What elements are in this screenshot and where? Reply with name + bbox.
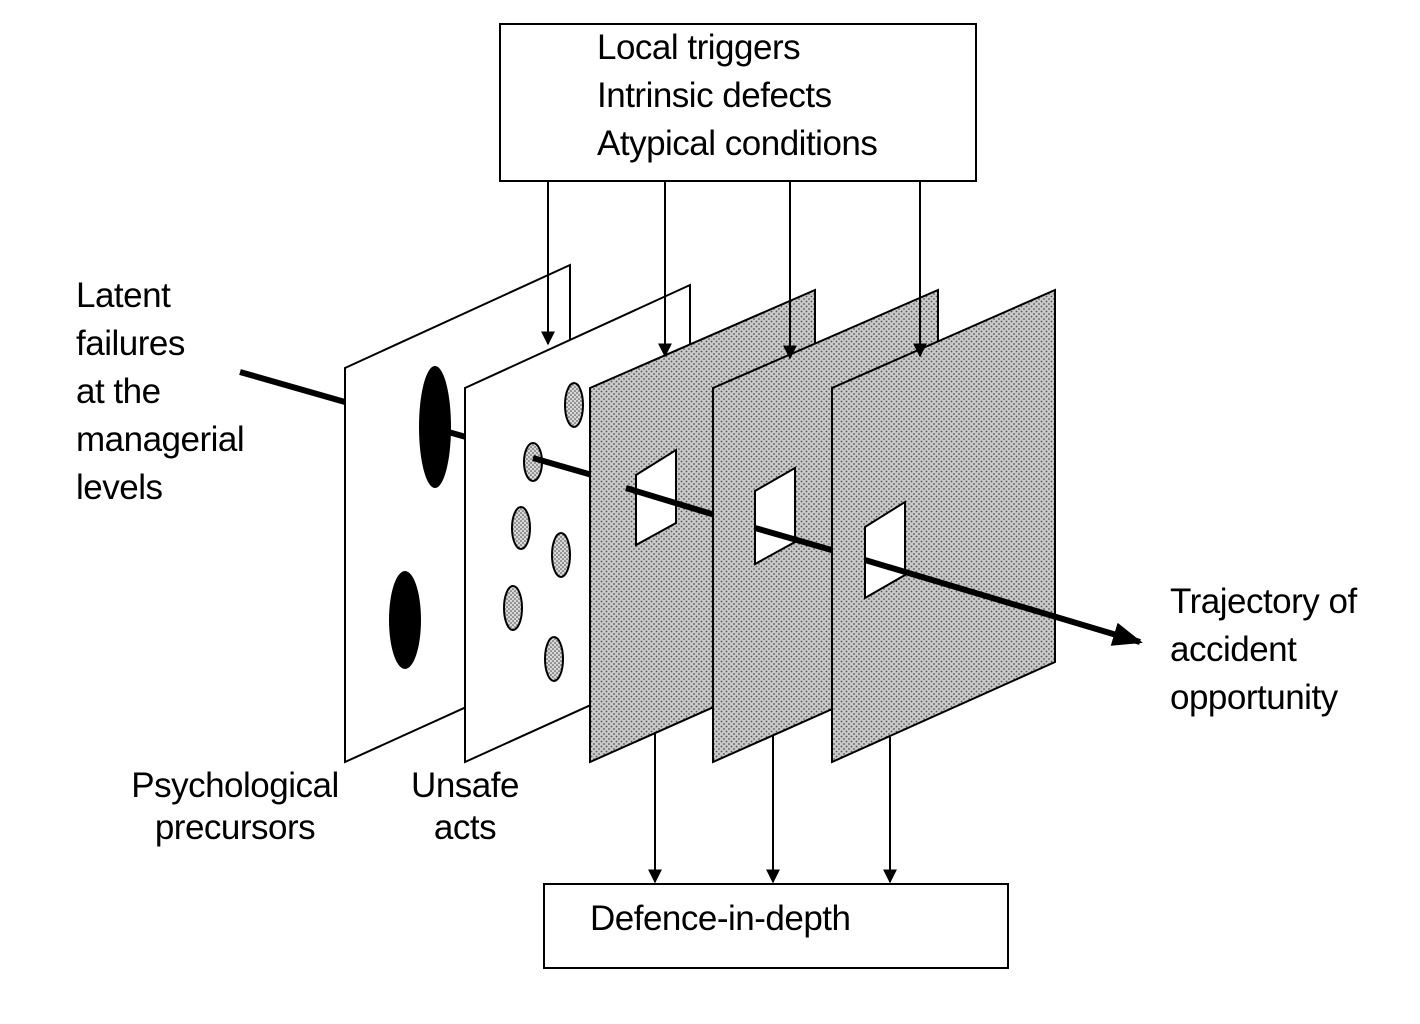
top-box — [499, 23, 977, 182]
unsafe-act-hole — [511, 506, 531, 550]
plate-defence-3 — [831, 288, 1056, 764]
trajectory-line-end — [864, 557, 1143, 646]
unsafe-act-hole — [551, 532, 571, 578]
latent-failures-line-3: at the — [76, 372, 161, 411]
top-box-line-3: Atypical conditions — [597, 124, 878, 163]
psychological-label-line-1: Psychological — [131, 766, 339, 805]
trajectory-label-line-1: Trajectory of — [1170, 582, 1357, 621]
latent-hole-lower — [389, 571, 421, 669]
latent-failures-line-2: failures — [76, 324, 185, 363]
unsafe-label-line-2: acts — [433, 808, 497, 847]
trajectory-line-plate3 — [625, 485, 716, 518]
latent-failures-line-1: Latent — [76, 276, 171, 315]
latent-failures-line-4: managerial — [76, 420, 245, 459]
top-box-line-1: Local triggers — [597, 28, 801, 67]
unsafe-act-hole — [564, 382, 584, 428]
trajectory-line-plate1 — [419, 421, 467, 440]
trajectory-label-line-2: accident — [1170, 630, 1297, 669]
defence-in-depth-label: Defence-in-depth — [590, 899, 851, 938]
latent-failures-line-5: levels — [76, 468, 163, 507]
unsafe-act-hole — [544, 636, 564, 682]
unsafe-act-hole — [503, 585, 523, 631]
top-box-line-2: Intrinsic defects — [597, 76, 832, 115]
unsafe-label-line-1: Unsafe — [411, 766, 519, 805]
trajectory-line-plate2 — [532, 455, 593, 478]
trajectory-line-start — [239, 369, 346, 405]
psychological-label-line-2: precursors — [154, 808, 316, 847]
bottom-box — [543, 883, 1009, 969]
trajectory-label-line-3: opportunity — [1170, 678, 1338, 717]
trajectory-line-plate4 — [754, 525, 836, 554]
